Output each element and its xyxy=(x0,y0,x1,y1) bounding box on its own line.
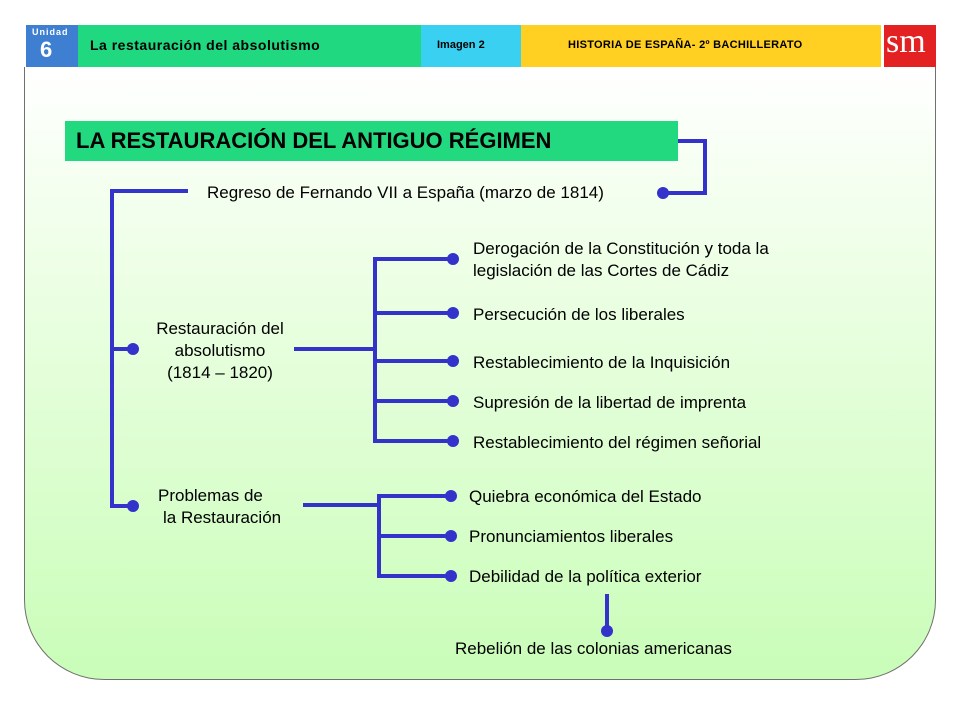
image-label: Imagen 2 xyxy=(437,39,485,51)
unit-badge: Unidad 6 xyxy=(26,25,78,67)
problems-item-dot xyxy=(445,490,457,502)
top-node-label: Regreso de Fernando VII a España (marzo … xyxy=(207,183,604,202)
restoration-label: absolutismo xyxy=(174,341,266,360)
problems-item-dot xyxy=(445,570,457,582)
restoration-item-label: Supresión de la libertad de imprenta xyxy=(473,393,747,412)
restoration-item: Derogación de la Constitución y toda la … xyxy=(473,238,769,282)
problems-node: Problemas de la Restauración xyxy=(158,485,281,529)
top-node-dot xyxy=(657,187,669,199)
content-panel xyxy=(24,67,936,680)
unit-number: 6 xyxy=(40,37,53,62)
restoration-node: Restauración del absolutismo (1814 – 182… xyxy=(140,318,300,384)
unit-label: Unidad xyxy=(32,27,69,37)
problems-label: Problemas de xyxy=(158,486,263,505)
restoration-dot xyxy=(127,343,139,355)
subject-label: HISTORIA DE ESPAÑA- 2º BACHILLERATO xyxy=(568,39,803,51)
header-bar: Unidad 6 La restauración del absolutismo… xyxy=(26,23,936,67)
logo-text: sm xyxy=(886,23,926,60)
restoration-item-label: Persecución de los liberales xyxy=(473,305,685,324)
restoration-item-dot xyxy=(447,355,459,367)
bottom-node-label: Rebelión de las colonias americanas xyxy=(455,639,732,658)
problems-dot xyxy=(127,500,139,512)
restoration-item-label: legislación de las Cortes de Cádiz xyxy=(473,261,730,280)
problems-label: la Restauración xyxy=(163,508,282,527)
topic-title: La restauración del absolutismo xyxy=(90,37,321,53)
restoration-item-dot xyxy=(447,307,459,319)
publisher-logo: sm xyxy=(882,23,936,67)
diagram-title: LA RESTAURACIÓN DEL ANTIGUO RÉGIMEN xyxy=(76,128,552,153)
restoration-item-label: Restablecimiento de la Inquisición xyxy=(473,353,731,372)
title-connector xyxy=(661,139,707,195)
problems-item-dot xyxy=(445,530,457,542)
problems-item-label: Quiebra económica del Estado xyxy=(469,487,702,506)
restoration-item-label: Derogación de la Constitución y toda la xyxy=(473,239,769,258)
restoration-label: (1814 – 1820) xyxy=(167,363,273,382)
problems-item-label: Pronunciamientos liberales xyxy=(469,527,674,546)
subject-banner: HISTORIA DE ESPAÑA- 2º BACHILLERATO xyxy=(521,25,881,67)
restoration-item-dot xyxy=(447,395,459,407)
image-banner: Imagen 2 xyxy=(421,25,521,67)
restoration-item-dot xyxy=(447,435,459,447)
restoration-item-label: Restablecimiento del régimen señorial xyxy=(473,433,762,452)
diagram-title-box: LA RESTAURACIÓN DEL ANTIGUO RÉGIMEN xyxy=(65,121,678,161)
problems-item-label: Debilidad de la política exterior xyxy=(469,567,702,586)
bottom-node-dot xyxy=(601,625,613,637)
restoration-item-dot xyxy=(447,253,459,265)
topic-banner: La restauración del absolutismo xyxy=(78,25,448,67)
restoration-label: Restauración del xyxy=(156,319,284,338)
